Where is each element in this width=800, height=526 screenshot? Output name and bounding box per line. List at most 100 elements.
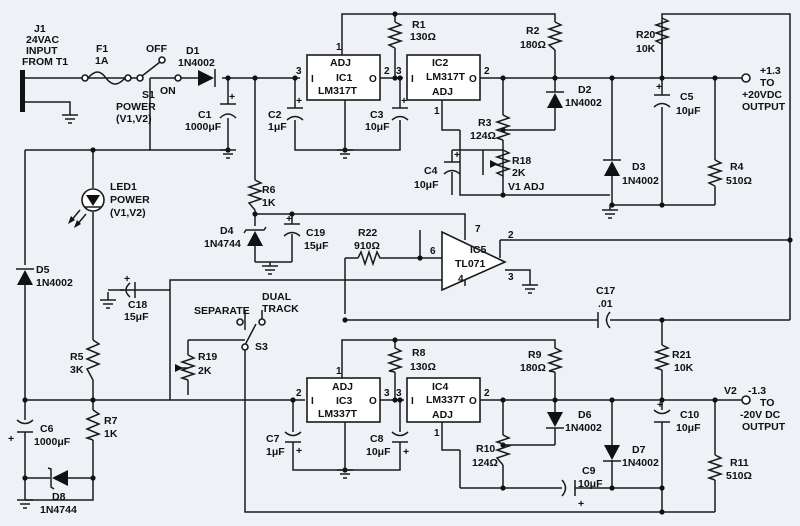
c5-value: 10μF <box>676 105 701 117</box>
c5-ref: C5 <box>680 91 694 103</box>
ic2-pin-i: I <box>411 74 414 85</box>
c1-value: 1000μF <box>185 121 222 133</box>
c18-value: 15μF <box>124 311 149 323</box>
resistor-r2: R2 180Ω <box>520 21 564 51</box>
s1-label-3: (V1,V2) <box>116 113 152 125</box>
ic5-pin2: 2 <box>508 230 514 241</box>
ic3-pin-o: O <box>369 396 377 407</box>
r6-value: 1K <box>262 197 276 209</box>
c2-plus: + <box>296 95 302 107</box>
zener-d8: D8 1N4744 <box>40 467 77 516</box>
capacitor-c3: + C3 10μF <box>365 95 409 133</box>
r11-ref: R11 <box>730 457 749 469</box>
capacitor-c5: + C5 10μF <box>653 81 701 117</box>
d8-value: 1N4744 <box>40 504 77 516</box>
r2-ref: R2 <box>526 25 540 37</box>
d8-ref: D8 <box>52 491 66 503</box>
r20-ref: R20 <box>636 29 655 41</box>
ground-symbol <box>337 149 353 159</box>
c9-value: 10μF <box>578 478 603 490</box>
s3-ref: S3 <box>255 341 268 353</box>
r18-label: V1 ADJ <box>508 181 545 193</box>
capacitor-c10: + C10 10μF <box>653 399 701 434</box>
s1-off: OFF <box>146 43 168 55</box>
ic3-pin1: 1 <box>336 366 342 377</box>
ic1-pin-i: I <box>311 74 314 85</box>
led1-ref: LED1 <box>110 181 137 193</box>
led-led1: LED1 POWER (V1,V2) <box>68 181 150 228</box>
r19-value: 2K <box>198 365 212 377</box>
r10-value: 124Ω <box>472 457 498 469</box>
r21-value: 10K <box>674 362 694 374</box>
c17-value: .01 <box>598 298 613 310</box>
c10-value: 10μF <box>676 422 701 434</box>
ic4-pin-o: O <box>469 396 477 407</box>
capacitor-c18: + C18 15μF <box>100 273 149 323</box>
ic3-ref: IC3 <box>336 395 353 407</box>
c1-ref: C1 <box>198 109 212 121</box>
resistor-r20: R20 10K <box>636 17 671 55</box>
r11-value: 510Ω <box>726 470 752 482</box>
ic5-pin7: 7 <box>475 224 481 235</box>
output-negative: V2 -1.3 TO -20V DC OUTPUT <box>724 385 786 433</box>
resistor-r11: R11 510Ω <box>706 454 752 482</box>
resistor-r1: R1 130Ω <box>386 19 436 49</box>
c5-plus: + <box>656 81 662 93</box>
d1-value: 1N4002 <box>178 57 215 69</box>
c7-value: 1μF <box>266 446 285 458</box>
c4-ref: C4 <box>424 165 438 177</box>
potentiometer-r18: R18 2K V1 ADJ <box>490 149 545 193</box>
c3-ref: C3 <box>370 109 384 121</box>
potentiometer-r19: R19 2K <box>175 351 217 381</box>
ic3-pin-i: I <box>311 396 314 407</box>
diode-d3: D3 1N4002 <box>603 159 659 187</box>
ic4-ref: IC4 <box>432 381 449 393</box>
c10-ref: C10 <box>680 409 699 421</box>
capacitor-c4: + C4 10μF <box>414 149 483 195</box>
ground-symbol <box>602 205 618 219</box>
capacitor-c2: + C2 1μF <box>268 95 304 133</box>
opamp-ic5: IC5 TL071 6 7 4 2 3 <box>430 224 538 294</box>
c19-plus: + <box>286 213 292 225</box>
c2-ref: C2 <box>268 109 282 121</box>
r22-value: 910Ω <box>354 240 380 252</box>
r7-value: 1K <box>104 428 118 440</box>
diode-d1: D1 1N4002 <box>178 45 216 87</box>
r3-ref: R3 <box>478 117 492 129</box>
r18-value: 2K <box>512 167 526 179</box>
ic2-pin2: 2 <box>484 66 490 77</box>
r9-ref: R9 <box>528 349 542 361</box>
c2-value: 1μF <box>268 121 287 133</box>
ic2-ref: IC2 <box>432 57 449 69</box>
ic3-regulator: ADJ IC3 LM337T I O 1 2 3 <box>296 366 390 423</box>
r21-ref: R21 <box>672 349 691 361</box>
resistor-r9: R9 180Ω <box>520 347 564 374</box>
c18-plus: + <box>124 273 130 285</box>
r19-ref: R19 <box>198 351 217 363</box>
capacitor-c9: + C9 10μF <box>561 465 603 510</box>
c1-plus: + <box>229 91 235 103</box>
resistor-r7: R7 1K <box>84 409 118 441</box>
d4-ref: D4 <box>220 225 234 237</box>
ic4-pin3: 3 <box>396 388 402 399</box>
ic1-ref: IC1 <box>336 72 353 84</box>
junctions <box>22 11 793 515</box>
d3-ref: D3 <box>632 161 646 173</box>
d4-value: 1N4744 <box>204 238 241 250</box>
capacitor-c8: + C8 10μF <box>366 431 409 458</box>
ic1-part: LM317T <box>318 85 358 97</box>
ic1-pin-o: O <box>369 74 377 85</box>
r8-value: 130Ω <box>410 361 436 373</box>
ic3-adj: ADJ <box>332 381 353 393</box>
j1-connector: J1 24VAC INPUT FROM T1 <box>20 23 78 124</box>
out2-range: -20V DC <box>740 409 781 421</box>
ic2-part: LM317T <box>426 71 466 83</box>
ic4-pin2: 2 <box>484 388 490 399</box>
ic1-pin1: 1 <box>336 42 342 53</box>
ic1-adj: ADJ <box>330 57 351 69</box>
d7-value: 1N4002 <box>622 457 659 469</box>
ic5-pin3: 3 <box>508 272 514 283</box>
c19-value: 15μF <box>304 240 329 252</box>
j1-label: J1 <box>34 23 46 35</box>
resistor-r5: R5 3K <box>70 339 101 381</box>
